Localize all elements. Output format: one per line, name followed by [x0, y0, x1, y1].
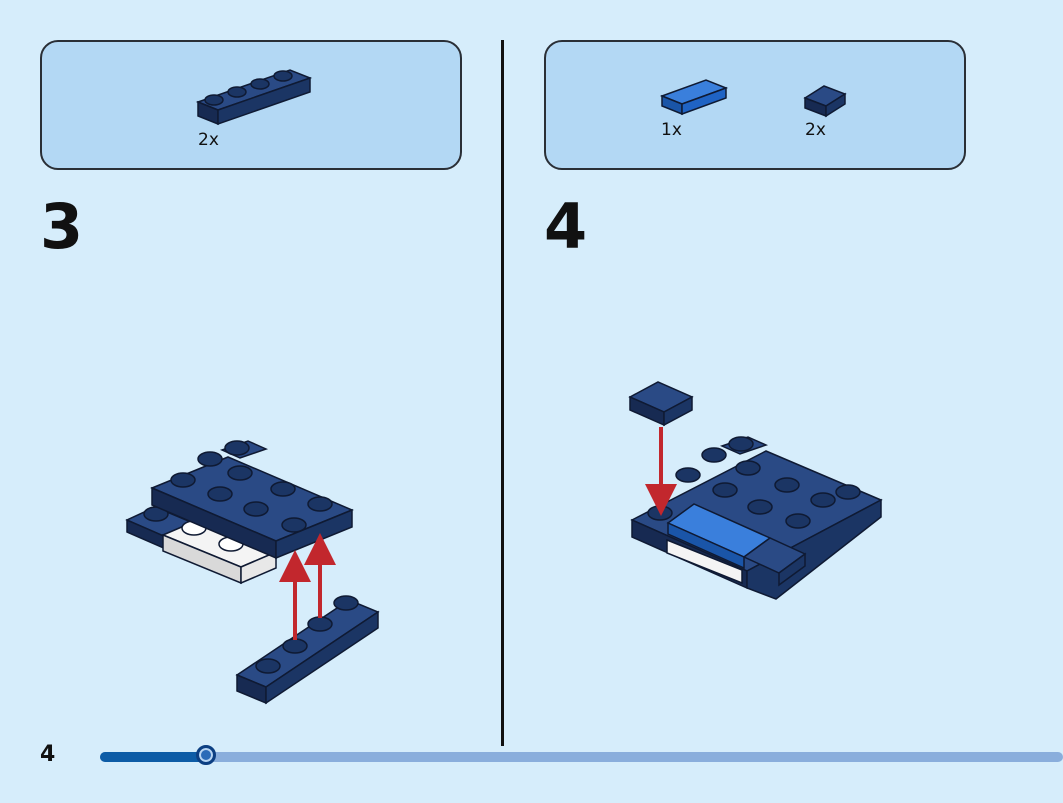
parts-callout-step-3: 2x — [40, 40, 462, 170]
part-quantity: 1x — [661, 120, 682, 140]
tile-1x1-part-icon — [803, 85, 847, 118]
progress-fill — [100, 752, 206, 762]
part-quantity: 2x — [805, 120, 826, 140]
step-number: 3 — [40, 190, 84, 263]
progress-track — [100, 752, 1063, 762]
part-quantity: 2x — [198, 130, 219, 150]
step-divider — [501, 40, 504, 746]
plate-1x4-part-icon — [195, 69, 313, 126]
page-number: 4 — [40, 742, 56, 767]
step-number: 4 — [544, 190, 588, 263]
tile-1x2-part-icon — [659, 79, 729, 116]
progress-knob[interactable] — [196, 745, 216, 765]
parts-callout-step-4: 1x 2x — [544, 40, 966, 170]
